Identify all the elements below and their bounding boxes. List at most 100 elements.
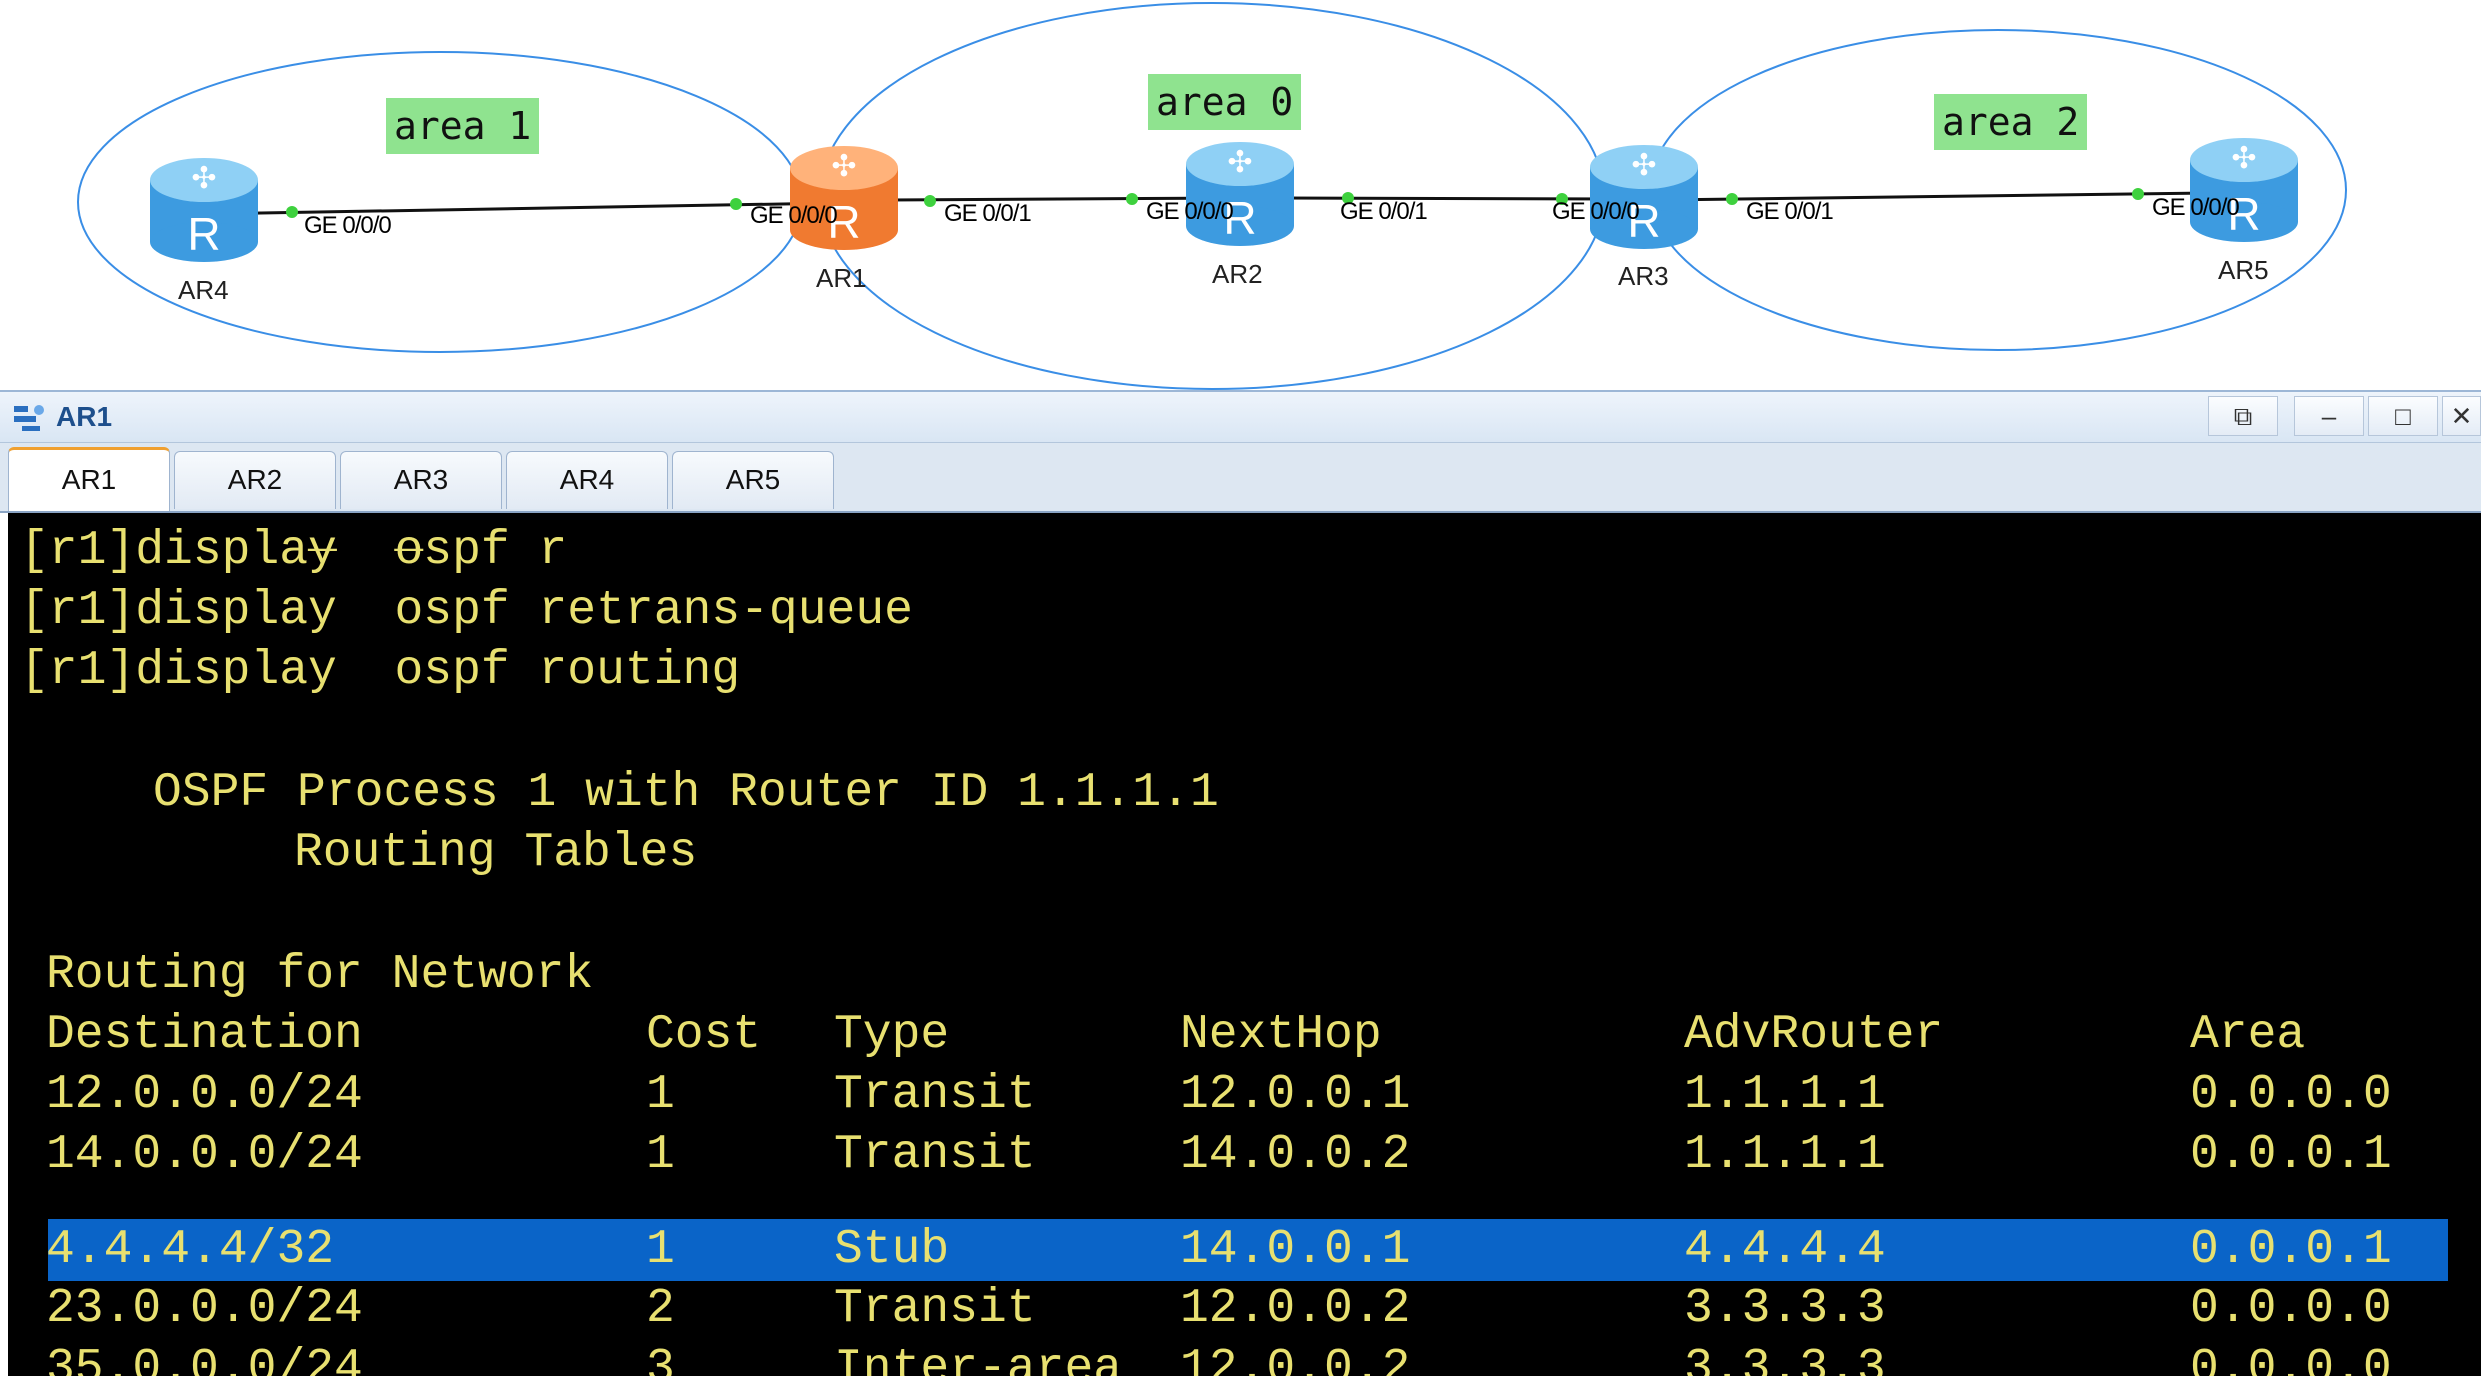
port-ar4-ge000: GE 0/0/0 [304, 212, 392, 239]
svg-text:R: R [1627, 195, 1660, 247]
tab-ar5[interactable]: AR5 [672, 451, 834, 509]
router-ar1-name: AR1 [816, 263, 867, 293]
console-window[interactable]: AR1 ⧉ – □ ✕ AR1 AR2 AR3 AR4 AR5 _ _ [r1]… [0, 390, 2481, 1376]
port-ar5-ge000: GE 0/0/0 [2152, 194, 2240, 221]
terminal-output[interactable]: _ _ [r1]display ospf r [r1]display ospf … [8, 513, 2481, 1376]
router-ar2-name: AR2 [1212, 259, 1263, 289]
tab-ar2[interactable]: AR2 [174, 451, 336, 509]
port-dot [1556, 193, 1568, 205]
tab-ar3[interactable]: AR3 [340, 451, 502, 509]
router-ar4-name: AR4 [178, 275, 229, 305]
column-nexthop: NextHop [1180, 1008, 1382, 1062]
cell-area: 0.0.0.0 [2190, 1342, 2392, 1376]
cell-cost: 1 [646, 1128, 675, 1182]
port-ar1-ge001: GE 0/0/1 [944, 200, 1032, 227]
cell-cost: 2 [646, 1282, 675, 1336]
cell-cost: 1 [646, 1068, 675, 1122]
table-row[interactable]: 35.0.0.0/24 3 Inter-area 12.0.0.2 3.3.3.… [8, 1339, 2481, 1376]
cell-advrouter: 1.1.1.1 [1684, 1068, 1886, 1122]
scrolled-text-fragment: _ _ [308, 513, 424, 561]
cell-type: Transit [834, 1128, 1036, 1182]
topology-canvas[interactable]: ✣ R ✣ R ✣ R ✣ R ✣ R [0, 0, 2481, 390]
cell-nexthop: 14.0.0.1 [1180, 1223, 1411, 1277]
port-ar2-ge000: GE 0/0/0 [1146, 198, 1234, 225]
table-row[interactable]: 14.0.0.0/24 1 Transit 14.0.0.2 1.1.1.1 0… [8, 1125, 2481, 1185]
router-ar5-name: AR5 [2218, 255, 2269, 285]
svg-text:R: R [187, 208, 220, 260]
port-dot [1726, 193, 1738, 205]
column-destination: Destination [46, 1008, 363, 1062]
router-ar5-icon[interactable]: ✣ R [2190, 138, 2298, 242]
table-row[interactable]: 12.0.0.0/24 1 Transit 12.0.0.1 1.1.1.1 0… [8, 1065, 2481, 1125]
cell-area: 0.0.0.0 [2190, 1068, 2392, 1122]
cell-type: Transit [834, 1282, 1036, 1336]
cell-area: 0.0.0.1 [2190, 1128, 2392, 1182]
cell-destination: 14.0.0.0/24 [46, 1128, 363, 1182]
port-dot [730, 198, 742, 210]
cell-advrouter: 3.3.3.3 [1684, 1342, 1886, 1376]
column-area: Area [2190, 1008, 2306, 1062]
minimize-button[interactable]: – [2294, 396, 2364, 436]
restore-button[interactable]: ⧉ [2208, 396, 2278, 436]
router-ar2-icon[interactable]: ✣ R [1186, 142, 1294, 246]
section-title: Routing for Network [46, 948, 594, 1002]
cell-type: Stub [834, 1223, 950, 1277]
column-advrouter: AdvRouter [1684, 1008, 1944, 1062]
port-dot [1342, 192, 1354, 204]
link-ar3-ar5[interactable] [1659, 191, 2211, 202]
cell-type: Transit [834, 1068, 1036, 1122]
close-button[interactable]: ✕ [2442, 396, 2481, 436]
selection-highlight [48, 1219, 2448, 1281]
column-type: Type [834, 1008, 950, 1062]
cell-advrouter: 4.4.4.4 [1684, 1223, 1886, 1277]
svg-text:✣: ✣ [1631, 148, 1656, 183]
area-0-label[interactable]: area 0 [1148, 74, 1302, 130]
router-ar1-icon[interactable]: ✣ R [790, 146, 898, 250]
router-console-icon [14, 405, 44, 431]
window-title: AR1 [56, 401, 113, 432]
cell-nexthop: 12.0.0.2 [1180, 1282, 1411, 1336]
port-ar3-ge001: GE 0/0/1 [1746, 198, 1834, 225]
cell-nexthop: 14.0.0.2 [1180, 1128, 1411, 1182]
cell-cost: 3 [646, 1342, 675, 1376]
area-1-label[interactable]: area 1 [386, 98, 540, 154]
topology-diagram: ✣ R ✣ R ✣ R ✣ R ✣ R [77, 2, 2347, 390]
port-ar2-ge001: GE 0/0/1 [1340, 198, 1428, 225]
svg-text:R: R [827, 196, 860, 248]
router-ar3-name: AR3 [1618, 261, 1669, 291]
table-header: Destination Cost Type NextHop AdvRouter … [8, 1005, 2481, 1065]
port-dot [2132, 188, 2144, 200]
svg-text:✣: ✣ [2231, 141, 2256, 176]
link-ar1-ar2[interactable] [879, 196, 1246, 202]
port-dot [286, 206, 298, 218]
cell-destination: 12.0.0.0/24 [46, 1068, 363, 1122]
cell-advrouter: 3.3.3.3 [1684, 1282, 1886, 1336]
ospf-process-line: OSPF Process 1 with Router ID 1.1.1.1 [153, 766, 1219, 820]
port-ar3-ge000: GE 0/0/0 [1552, 198, 1640, 225]
router-ar4-icon[interactable]: ✣ R [150, 158, 258, 262]
router-ar3-icon[interactable]: ✣ R [1590, 145, 1698, 249]
tab-ar1[interactable]: AR1 [8, 447, 170, 511]
cell-advrouter: 1.1.1.1 [1684, 1128, 1886, 1182]
routing-tables-line: Routing Tables [294, 826, 698, 880]
cell-area: 0.0.0.1 [2190, 1223, 2392, 1277]
cell-type: Inter-area [834, 1342, 1123, 1376]
table-row-selected[interactable]: 4.4.4.4/32 1 Stub 14.0.0.1 4.4.4.4 0.0.0… [8, 1219, 2481, 1279]
cell-destination: 4.4.4.4/32 [46, 1223, 335, 1277]
cell-nexthop: 12.0.0.1 [1180, 1068, 1411, 1122]
command-line: [r1]display ospf routing [20, 644, 741, 698]
port-dot [1126, 193, 1138, 205]
command-line: [r1]display ospf retrans-queue [20, 584, 913, 638]
tab-ar4[interactable]: AR4 [506, 451, 668, 509]
tab-bar: AR1 AR2 AR3 AR4 AR5 [0, 443, 2481, 513]
port-dot [924, 195, 936, 207]
window-titlebar[interactable]: AR1 ⧉ – □ ✕ [0, 392, 2481, 443]
maximize-button[interactable]: □ [2368, 396, 2438, 436]
svg-text:✣: ✣ [191, 161, 216, 196]
table-row[interactable]: 23.0.0.0/24 2 Transit 12.0.0.2 3.3.3.3 0… [8, 1279, 2481, 1339]
cell-nexthop: 12.0.0.2 [1180, 1342, 1411, 1376]
area-2-label[interactable]: area 2 [1934, 94, 2088, 150]
svg-text:✣: ✣ [1227, 145, 1252, 180]
cell-destination: 35.0.0.0/24 [46, 1342, 363, 1376]
link-ar4-ar1[interactable] [204, 201, 839, 216]
